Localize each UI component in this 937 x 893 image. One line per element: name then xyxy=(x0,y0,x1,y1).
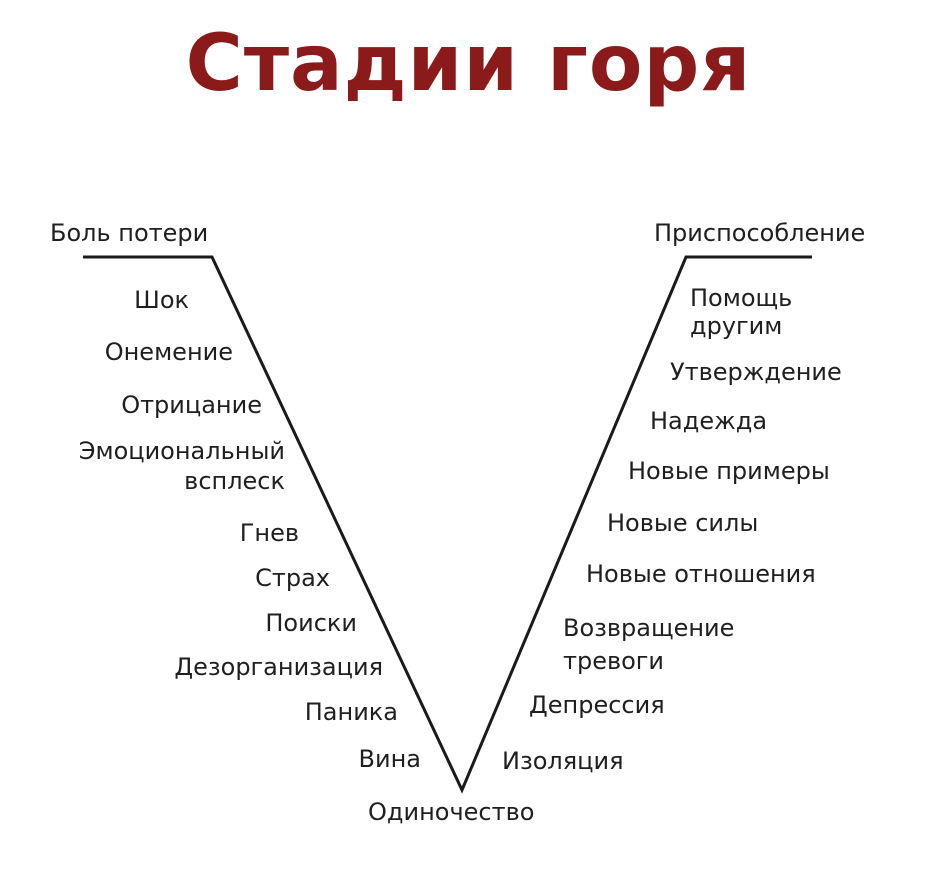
left-stage-numbness: Онемение xyxy=(105,337,233,367)
left-stage-anger: Гнев xyxy=(240,518,299,548)
right-stage-return-of-anxiety-line1: Возвращение xyxy=(563,614,735,642)
left-stage-searching-text: Поиски xyxy=(265,609,357,637)
left-stage-fear: Страх xyxy=(255,563,330,593)
right-stage-hope: Надежда xyxy=(650,406,767,436)
label-loss-pain: Боль потери xyxy=(50,219,209,247)
right-stage-depression-text: Депрессия xyxy=(529,691,665,719)
left-stage-denial-text: Отрицание xyxy=(121,391,262,419)
left-stage-panic-text: Паника xyxy=(304,698,398,726)
right-stage-helping-others-line2: другим xyxy=(690,312,783,340)
left-stage-emotional-burst-line2: всплеск xyxy=(184,467,285,495)
right-stage-isolation: Изоляция xyxy=(502,746,624,776)
left-stage-denial: Отрицание xyxy=(121,390,262,420)
right-stage-affirmation-text: Утверждение xyxy=(670,358,842,386)
right-stage-new-relationships: Новые отношения xyxy=(586,559,816,589)
left-stage-emotional-burst: Эмоциональный всплеск xyxy=(79,436,285,496)
right-stage-helping-others-line1: Помощь xyxy=(690,284,793,312)
right-stage-depression: Депрессия xyxy=(529,690,665,720)
left-stage-numbness-text: Онемение xyxy=(104,338,233,366)
left-stage-guilt: Вина xyxy=(359,744,421,774)
right-stage-new-strength: Новые силы xyxy=(607,508,758,538)
right-stage-isolation-text: Изоляция xyxy=(502,747,624,775)
right-stage-affirmation: Утверждение xyxy=(670,357,842,387)
right-stage-new-patterns-text: Новые примеры xyxy=(628,457,830,485)
left-stage-emotional-burst-line1: Эмоциональный xyxy=(78,437,285,465)
right-stage-helping-others: Помощь другим xyxy=(690,284,792,340)
diagram-title: Стадии горя xyxy=(185,19,752,109)
right-stage-hope-text: Надежда xyxy=(650,407,768,435)
left-stage-fear-text: Страх xyxy=(255,564,330,592)
left-stage-panic: Паника xyxy=(305,697,398,727)
right-stage-return-of-anxiety-line2: тревоги xyxy=(563,647,665,675)
left-stage-disorganization: Дезорганизация xyxy=(174,652,383,682)
label-loneliness: Одиночество xyxy=(368,798,535,826)
right-stage-return-of-anxiety: Возвращение тревоги xyxy=(563,612,734,678)
right-stage-new-patterns: Новые примеры xyxy=(628,456,830,486)
left-stage-anger-text: Гнев xyxy=(239,519,299,547)
label-adaptation: Приспособление xyxy=(654,219,866,247)
left-stage-searching: Поиски xyxy=(265,608,357,638)
left-stage-shock-text: Шок xyxy=(134,286,189,314)
right-stage-new-strength-text: Новые силы xyxy=(607,509,759,537)
left-stage-disorganization-text: Дезорганизация xyxy=(174,653,383,681)
left-stage-guilt-text: Вина xyxy=(358,745,421,773)
left-stage-shock: Шок xyxy=(134,285,189,315)
v-shape-path xyxy=(83,255,812,794)
right-stage-new-relationships-text: Новые отношения xyxy=(586,560,816,588)
